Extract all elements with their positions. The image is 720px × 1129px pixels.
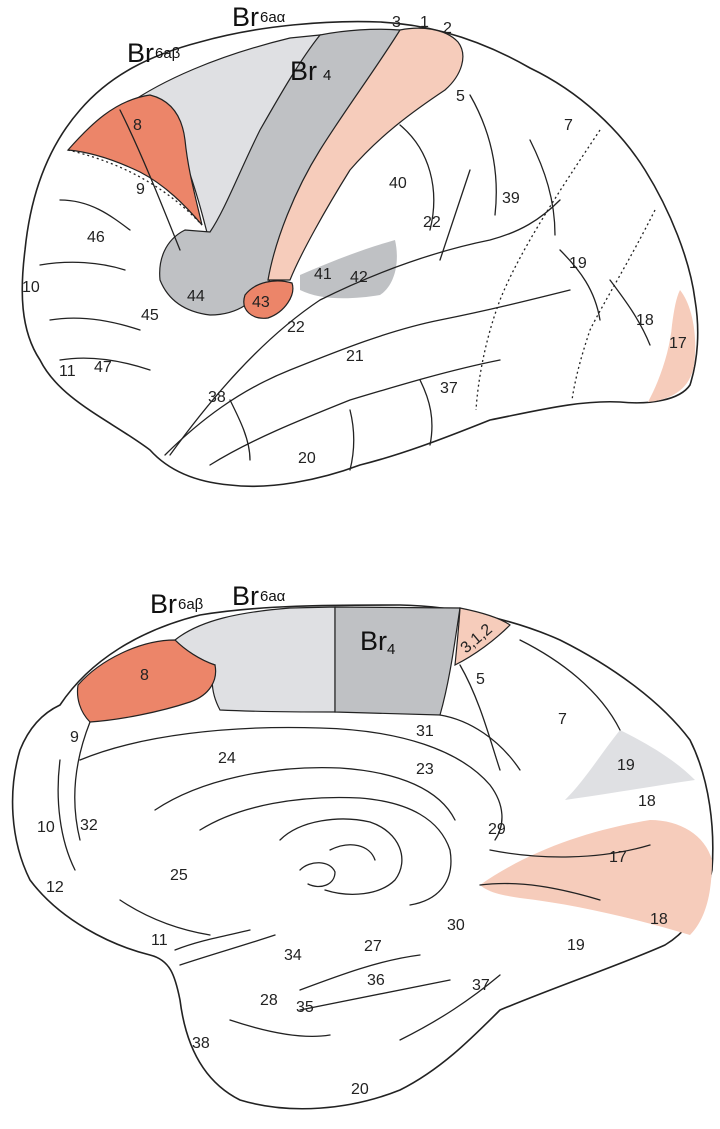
- lateral-area-3-1-2: [267, 27, 464, 281]
- medial-area-label: 29: [488, 821, 506, 838]
- medial-area-19-gray: [565, 730, 695, 800]
- lateral-area-41-42: [300, 240, 397, 299]
- medial-area-label: 27: [364, 938, 382, 955]
- medial-area-label: 23: [416, 761, 434, 778]
- lateral-area-label: 3: [392, 14, 401, 31]
- lateral-border-8-9: [67, 149, 203, 226]
- medial-area-label: 19: [617, 757, 635, 774]
- lateral-area-label: 42: [350, 269, 368, 286]
- lateral-area-label: 41: [314, 266, 332, 283]
- lateral-area-label: 37: [440, 380, 458, 397]
- medial-brain-view: Br6aβ Br6aα Br4 3,1,2 8 5 9 7 31 24 23 1…: [11, 581, 714, 1110]
- medial-area-label: 35: [296, 999, 314, 1016]
- lateral-area-label: 40: [389, 175, 407, 192]
- medial-area-label: 11: [151, 932, 168, 949]
- lateral-area-label: 7: [564, 117, 573, 134]
- medial-area-label: 37: [472, 977, 490, 994]
- lateral-area-label: 5: [456, 88, 465, 105]
- medial-area-label: 31: [416, 723, 434, 740]
- medial-area-3-1-2: [454, 607, 511, 667]
- medial-area-label: 5: [476, 671, 485, 688]
- lateral-area-label: 38: [208, 389, 226, 406]
- medial-br6aa-label: Br6aα: [232, 581, 286, 611]
- medial-area-17: [480, 820, 712, 935]
- lateral-area-label: 18: [636, 312, 654, 329]
- lateral-area-label: 17: [669, 335, 687, 352]
- medial-area-label: 18: [638, 793, 656, 810]
- medial-br6ab-label: Br6aβ: [150, 589, 204, 619]
- medial-area-label: 17: [609, 849, 627, 866]
- medial-sulci: [57, 639, 651, 1041]
- lateral-area-label: 44: [187, 288, 205, 305]
- lateral-area-label: 47: [94, 359, 112, 376]
- lateral-area-label: 8: [133, 117, 142, 134]
- medial-area-label: 32: [80, 817, 98, 834]
- lateral-area-label: 22: [287, 319, 305, 336]
- medial-area-label: 8: [140, 667, 149, 684]
- lateral-area-label: 10: [22, 279, 40, 296]
- medial-area-label: 36: [367, 972, 385, 989]
- lateral-br6ab-label: Br6aβ: [127, 38, 181, 68]
- lateral-area-label: 19: [569, 255, 587, 272]
- lateral-area-17: [648, 290, 696, 402]
- lateral-area-label: 43: [252, 294, 270, 311]
- medial-area-4: [334, 606, 461, 716]
- lateral-border-39-19: [475, 129, 601, 411]
- medial-area-label: 20: [351, 1081, 369, 1098]
- lateral-area-label: 39: [502, 190, 520, 207]
- lateral-area-label: 22: [423, 214, 441, 231]
- lateral-area-label: 2: [443, 20, 452, 37]
- lateral-area-8: [66, 94, 203, 226]
- medial-area-label: 19: [567, 937, 585, 954]
- medial-area-label: 18: [650, 911, 668, 928]
- lateral-area-label: 21: [346, 348, 364, 365]
- medial-area-label: 10: [37, 819, 55, 836]
- medial-br4-label: Br4: [360, 626, 395, 658]
- lateral-sulci: [39, 94, 651, 471]
- medial-area-label: 34: [284, 947, 302, 964]
- lateral-br6aa-label: Br6aα: [232, 2, 286, 32]
- medial-area-label: 25: [170, 867, 188, 884]
- medial-area-label: 24: [218, 750, 236, 767]
- lateral-border-19-18: [571, 209, 656, 401]
- medial-area-label: 7: [558, 711, 567, 728]
- lateral-area-43: [243, 280, 294, 319]
- medial-area-label: 9: [70, 729, 79, 746]
- lateral-area-label: 46: [87, 229, 105, 246]
- medial-area-label: 12: [46, 879, 64, 896]
- lateral-area-label: 11: [59, 363, 76, 380]
- medial-area-label: 30: [447, 917, 465, 934]
- lateral-area-label: 45: [141, 307, 159, 324]
- medial-brain-outline: [11, 604, 714, 1110]
- lateral-area-label: 20: [298, 450, 316, 467]
- lateral-area-label: 9: [136, 181, 145, 198]
- medial-area-label: 28: [260, 992, 278, 1009]
- lateral-area-label: 1: [420, 14, 429, 31]
- medial-area-label: 38: [192, 1035, 210, 1052]
